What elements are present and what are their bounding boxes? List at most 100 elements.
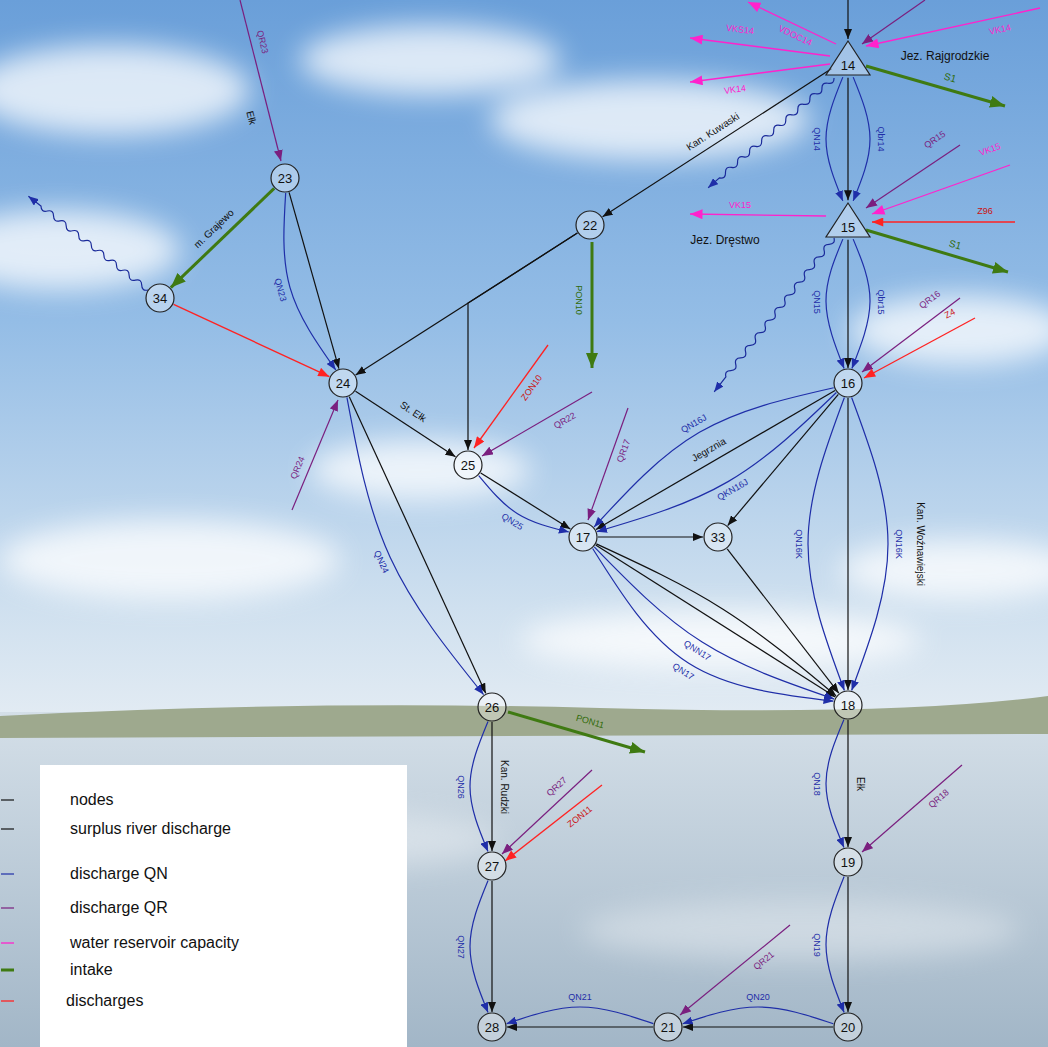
inflow-line — [847, 0, 848, 39]
flow-connector — [481, 473, 571, 529]
edge-label: QN20 — [746, 993, 770, 1002]
edge-label: m. Grajewo — [192, 208, 236, 251]
edge-layer — [171, 69, 888, 1027]
node-number: 21 — [661, 1021, 675, 1034]
flow-label: VKS14 — [726, 24, 755, 36]
circle-shape — [834, 848, 862, 876]
node-circle: 25 — [453, 450, 483, 480]
qn-connector — [594, 388, 834, 527]
flow-connector — [727, 549, 839, 693]
circle-shape — [834, 691, 862, 719]
node-number: 18 — [841, 699, 855, 712]
node-number: 34 — [153, 292, 167, 305]
node-circle: 16 — [833, 368, 863, 398]
flow-connector — [356, 391, 456, 457]
qr-line — [482, 392, 592, 456]
cloud — [0, 45, 250, 135]
flow-label: QR23 — [255, 29, 270, 54]
node-number: 16 — [841, 377, 855, 390]
intake-line — [591, 242, 594, 368]
legend-text: discharge QN — [70, 866, 168, 882]
qr-line — [862, 765, 962, 852]
edge-label: Jegrznia — [691, 436, 729, 464]
legend-sample — [1, 942, 14, 943]
qn-connector — [347, 397, 484, 694]
cloud — [300, 25, 560, 95]
node-circle: 28 — [477, 1012, 507, 1042]
flow-connector — [847, 877, 848, 1012]
circle-shape — [478, 1013, 506, 1041]
edge-label: Kan. Rudzki — [499, 760, 509, 814]
legend-sample — [1, 799, 14, 800]
flow-connector — [847, 398, 848, 690]
edge-label: QN16J — [680, 413, 709, 435]
edge-label: QNN17 — [682, 639, 712, 663]
edge-label: QN25 — [500, 512, 525, 532]
flow-label: VK15 — [978, 142, 1002, 158]
qn-connector — [683, 1007, 834, 1024]
intake-line — [866, 230, 1008, 272]
flow-label: QR24 — [289, 455, 306, 480]
edge-label: QN15 — [812, 290, 821, 314]
flow-label: VDOC14 — [777, 24, 813, 48]
flow-label: QR17 — [616, 438, 633, 463]
node-circle: 19 — [833, 847, 863, 877]
wavy-outflow — [712, 236, 836, 393]
flow-label: Z4 — [943, 308, 957, 321]
flow-label: PON11 — [575, 714, 605, 731]
qn-connector — [507, 1007, 654, 1024]
node-number: 24 — [336, 377, 350, 390]
node-number: 17 — [576, 531, 590, 544]
discharge-line — [474, 345, 548, 448]
node-number: 15 — [841, 221, 855, 234]
node-number: 33 — [711, 531, 725, 544]
circle-shape — [576, 211, 604, 239]
flow-label: Jez. Rajgrodzkie — [901, 50, 990, 62]
legend-text: discharges — [66, 993, 143, 1009]
circle-shape — [834, 1013, 862, 1041]
node-circle: 34 — [145, 283, 175, 313]
node-circle: 24 — [328, 368, 358, 398]
circle-shape — [146, 284, 174, 312]
flow-connector — [349, 397, 485, 694]
flow-connector — [603, 69, 832, 217]
node-circle: 26 — [477, 692, 507, 722]
node-circle: 33 — [703, 522, 733, 552]
circle-shape — [569, 523, 597, 551]
qr-line — [292, 400, 338, 510]
qn-connector — [852, 398, 888, 691]
edge-label: QN14 — [812, 127, 821, 151]
circle-shape — [478, 852, 506, 880]
flow-label: VK15 — [729, 201, 751, 210]
legend-sample — [1, 907, 14, 908]
node-number: 19 — [841, 856, 855, 869]
edge-label: Qbr14 — [876, 126, 885, 151]
wavy-line — [707, 76, 836, 190]
clouds — [0, 25, 1048, 670]
qr-line — [680, 925, 790, 1015]
wavy-outflow — [707, 76, 836, 190]
flow-label: VK14 — [988, 23, 1011, 36]
circle-shape — [654, 1013, 682, 1041]
flow-connector — [596, 391, 835, 530]
flow-connector — [847, 78, 848, 200]
qr-line — [588, 408, 628, 520]
cloud — [520, 610, 920, 670]
circle-shape — [329, 369, 357, 397]
flow-connector — [491, 881, 492, 1012]
edge-label: QN26 — [456, 775, 465, 799]
legend-sample — [1, 828, 14, 829]
legend-sample — [1, 873, 14, 874]
qn-connector — [808, 398, 844, 691]
cloud — [490, 80, 810, 160]
node-circle: 21 — [653, 1012, 683, 1042]
edge-label: QN23 — [273, 277, 288, 302]
external-flows — [1, 0, 1040, 1015]
flow-connector — [728, 394, 839, 525]
node-number: 23 — [278, 172, 292, 185]
qr-line — [862, 0, 925, 44]
wavy-line — [27, 194, 150, 292]
triangle-shape — [826, 203, 870, 237]
circle-shape — [834, 369, 862, 397]
cloud — [840, 540, 1048, 600]
